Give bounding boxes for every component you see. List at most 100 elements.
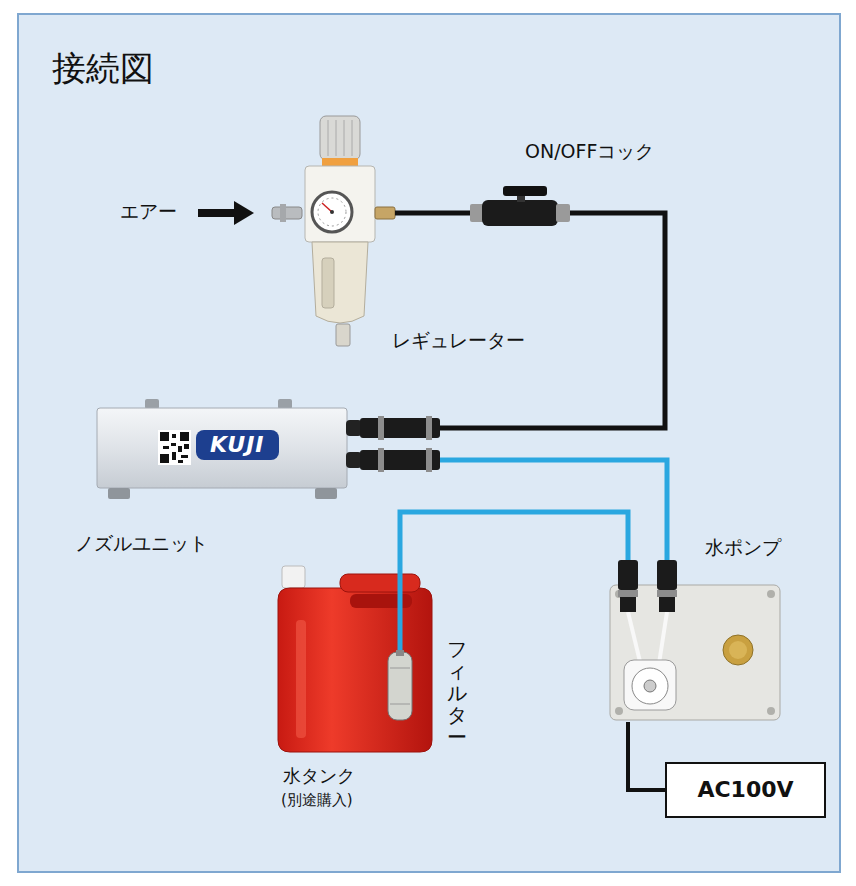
part-label: フィルター (447, 638, 467, 748)
regulator-figure-part (280, 204, 286, 222)
pump-figure-part (610, 585, 780, 720)
qr-code-part (178, 446, 182, 452)
qr-code-part (160, 454, 169, 463)
nozzle-unit-figure-part (315, 488, 337, 499)
brand-badge: KUJI (196, 430, 279, 460)
filter-figure-part (388, 652, 412, 720)
part-label: レギュレーター (392, 329, 525, 352)
pump-figure-part (644, 680, 656, 692)
pump-figure-part (657, 560, 677, 590)
nozzle-unit-figure-part (97, 408, 347, 488)
filter-figure-part (390, 704, 410, 705)
qr-code (158, 430, 191, 465)
regulator-figure (272, 116, 395, 346)
filter-figure (388, 650, 412, 720)
nozzle-unit-figure-part (346, 420, 362, 436)
air-arrow-part (198, 209, 238, 217)
qr-code-part (163, 446, 169, 449)
qr-code-part (172, 434, 176, 438)
pump-figure-part (615, 707, 623, 715)
regulator-figure-part (336, 324, 350, 346)
nozzle-unit-figure-part (426, 448, 432, 472)
regulator-figure-part (322, 203, 332, 212)
regulator-figure-part (320, 116, 360, 160)
part-label: ノズルユニット (75, 532, 208, 555)
part-label: 水ポンプ (705, 536, 781, 559)
diagram-title: 接続図 (52, 48, 154, 89)
regulator-figure-part (322, 258, 334, 308)
part-note: (別途購入) (281, 791, 353, 809)
tank-figure-part (340, 574, 420, 592)
regulator-figure-part (375, 207, 395, 219)
pump-figure-part (659, 597, 675, 612)
regulator-figure-part (312, 192, 352, 232)
pump-figure (610, 560, 780, 720)
nozzle-unit-node: KUJIノズルユニット (97, 398, 440, 500)
nozzle-unit-figure-part (378, 416, 384, 440)
pump-figure-part (632, 668, 668, 704)
water-hose (440, 460, 667, 560)
qr-code-part (184, 444, 189, 449)
pump-figure-part (729, 641, 747, 659)
cock-figure-part (482, 200, 558, 226)
power-label: AC100V (697, 777, 793, 803)
qr-code-part (158, 430, 191, 465)
part-label: 水タンク (283, 765, 355, 787)
pump-figure-part (723, 635, 753, 665)
tank-figure-part (296, 620, 306, 738)
cock-node: ON/OFFコック (470, 186, 570, 242)
qr-code-part (180, 432, 189, 441)
qr-code-part (171, 443, 176, 446)
regulator-figure-part (328, 120, 329, 156)
pump-figure-part (767, 707, 775, 715)
cock-figure-part (470, 204, 484, 222)
pump-figure-part (657, 590, 677, 597)
qr-code-part (160, 432, 169, 441)
filter-node: フィルター (386, 650, 414, 722)
air-hose (395, 211, 470, 216)
air-label: エアー (120, 200, 177, 223)
filter-figure-part (390, 668, 410, 669)
nozzle-unit-figure (97, 399, 440, 499)
pump-figure-part (767, 590, 775, 598)
nozzle-unit-figure-part (108, 488, 130, 499)
regulator-figure-part (336, 120, 337, 156)
regulator-figure-part (344, 120, 345, 156)
air-arrow (198, 201, 254, 225)
panel-frame (18, 14, 840, 872)
cock-figure-part (556, 204, 570, 222)
tank-node: 水タンク(別途購入)フィルター (272, 565, 438, 755)
pump-figure-part (618, 560, 638, 590)
regulator-figure-part (330, 210, 334, 214)
qr-code-part (181, 455, 188, 458)
tank-figure (278, 566, 432, 752)
regulator-figure-part (352, 120, 353, 156)
nozzle-unit-figure-part (426, 416, 432, 440)
water-hose (400, 512, 628, 650)
pump-figure-part (624, 660, 676, 710)
pump-figure-part (618, 590, 638, 597)
pump-node: 水ポンプ (607, 560, 782, 722)
tank-figure-part (282, 566, 305, 588)
power-cable (628, 722, 665, 790)
tank-figure-part (350, 594, 412, 608)
regulator-figure-part (322, 158, 358, 166)
regulator-figure-part (312, 242, 368, 323)
regulator-node: レギュレーター (268, 112, 395, 348)
qr-code-part (172, 452, 176, 460)
regulator-figure-part (318, 198, 346, 226)
power-box: AC100V (665, 762, 826, 818)
tank-figure-part (278, 588, 432, 752)
nozzle-unit-figure-part (378, 448, 384, 472)
regulator-figure-part (272, 207, 302, 219)
air-arrow-part (234, 201, 254, 225)
air-hose (440, 213, 665, 428)
qr-code-part (178, 460, 183, 463)
nozzle-unit-figure-part (346, 452, 362, 468)
regulator-figure-part (305, 166, 375, 242)
filter-figure-part (396, 650, 404, 656)
part-label: ON/OFFコック (525, 140, 654, 163)
